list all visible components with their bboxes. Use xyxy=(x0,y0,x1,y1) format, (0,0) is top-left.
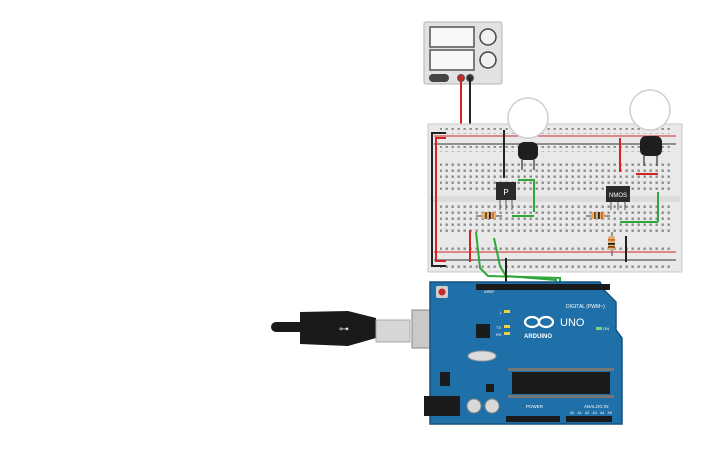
voltage-knob xyxy=(479,28,497,46)
aref-label: AREF xyxy=(484,289,495,294)
arduino-uno[interactable]: DIGITAL (PWM~) AREF L TX RX ARDUINO UNO … xyxy=(424,281,623,425)
pmos-transistor[interactable]: P xyxy=(496,182,516,210)
nmos-label: NMOS xyxy=(609,193,627,199)
red-rail-jumper xyxy=(435,137,446,262)
analog-label: ANALOG IN xyxy=(584,404,609,409)
uno-label: UNO xyxy=(560,317,585,329)
capacitor-1 xyxy=(466,398,482,414)
analog-header xyxy=(566,416,612,422)
voltage-display xyxy=(429,26,475,48)
resistor-2[interactable] xyxy=(586,212,610,219)
crystal xyxy=(467,350,497,362)
analog-pin-label: A2 xyxy=(585,411,589,415)
rx-label: RX xyxy=(496,332,502,337)
digital-header xyxy=(476,284,610,290)
bulb-left[interactable] xyxy=(507,97,549,170)
current-display xyxy=(429,49,475,71)
power-jack xyxy=(424,396,460,416)
on-label: ON xyxy=(603,326,609,331)
analog-pin-label: A3 xyxy=(593,411,597,415)
power-switch xyxy=(429,74,449,82)
nmos-transistor[interactable]: NMOS xyxy=(606,186,630,210)
arduino-logo-icon xyxy=(523,315,555,329)
current-knob xyxy=(479,51,497,69)
resistor-3[interactable] xyxy=(608,232,615,256)
analog-pin-label: A5 xyxy=(608,411,612,415)
pmos-label: P xyxy=(503,188,508,197)
analog-pin-label: A4 xyxy=(600,411,604,415)
power-label: POWER xyxy=(526,404,544,409)
black-rail-jumper xyxy=(431,132,446,267)
on-led xyxy=(596,327,602,330)
capacitor-2 xyxy=(484,398,500,414)
arduino-logo-text: ARDUINO xyxy=(524,334,552,340)
l-led xyxy=(504,310,510,313)
breadboard[interactable] xyxy=(427,123,683,273)
digital-label: DIGITAL (PWM~) xyxy=(566,304,605,310)
resistor-1[interactable] xyxy=(476,212,502,219)
power-supply[interactable] xyxy=(423,21,503,85)
green-wire-pmos-drain xyxy=(518,179,535,212)
analog-pin-label: A1 xyxy=(578,411,582,415)
tx-label: TX xyxy=(496,325,501,330)
power-header xyxy=(506,416,560,422)
tx-led xyxy=(504,325,510,328)
usb-icon: ⊶ xyxy=(339,324,349,335)
atmega-chip xyxy=(512,372,610,394)
usb-chip xyxy=(476,324,490,338)
l-label: L xyxy=(500,310,503,315)
analog-pin-label: A0 xyxy=(570,411,574,415)
regulator xyxy=(440,372,450,386)
bulb-right[interactable] xyxy=(629,89,671,166)
rx-led xyxy=(504,332,510,335)
